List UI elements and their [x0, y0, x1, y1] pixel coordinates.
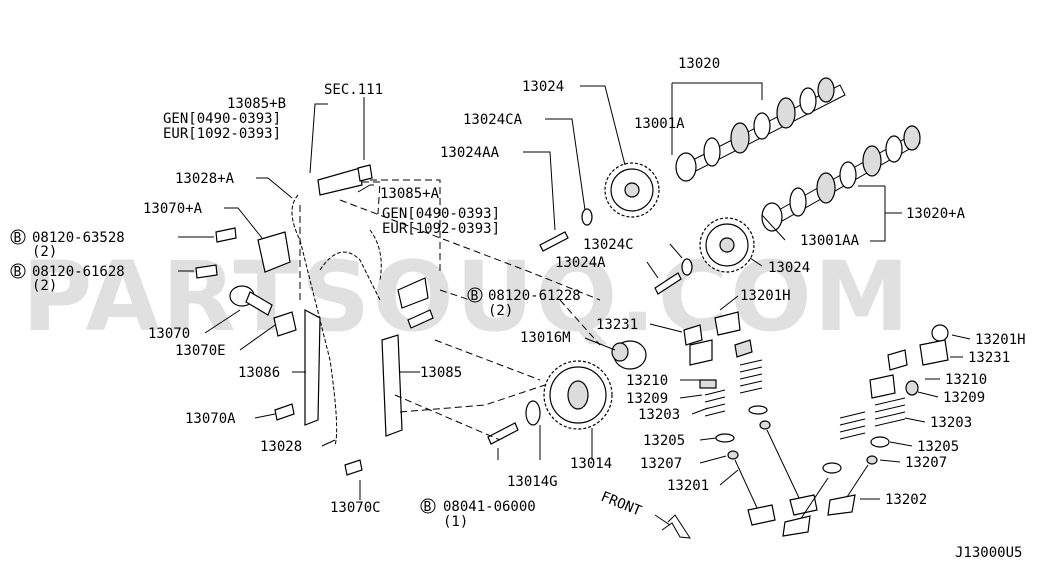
bolt-callout-1: B 08120-63528 (2) — [10, 229, 125, 260]
label-13210-left: 13210 — [626, 373, 668, 389]
watermark: PARTSOUQ.COM — [22, 241, 911, 353]
label-13001A: 13001A — [634, 116, 685, 132]
label-bolt4-qty: (1) — [443, 514, 468, 530]
bolt-callout-2: B 08120-61628 (2) — [10, 263, 125, 294]
camshaft-lower — [761, 125, 921, 232]
label-13016M: 13016M — [520, 330, 571, 346]
label-13020A: 13020+A — [906, 206, 966, 222]
label-13024-right: 13024 — [768, 260, 810, 276]
front-label: FRONT — [599, 489, 645, 520]
bolt-08120-61628 — [195, 264, 218, 279]
label-bolt-08120-61628: 08120-61628 — [32, 264, 125, 280]
label-13209-left: 13209 — [626, 391, 668, 407]
bolt-08041 — [487, 422, 519, 445]
label-13202: 13202 — [885, 492, 927, 508]
bolt-13070A — [274, 403, 295, 421]
timing-chain-13028A — [319, 251, 381, 301]
label-13024C: 13024C — [583, 237, 634, 253]
label-bolt2-qty: (2) — [32, 278, 57, 294]
label-13024AA: 13024AA — [440, 145, 500, 161]
label-13210-right: 13210 — [945, 372, 987, 388]
valve-assembly-right — [782, 324, 949, 537]
label-13203-right: 13203 — [930, 415, 972, 431]
cam-sprocket-upper — [604, 162, 660, 218]
cam-sprocket-lower — [699, 217, 755, 273]
bolt-08120-63528 — [215, 227, 237, 243]
bolt-callout-3: B 08120-61228 (2) — [467, 287, 581, 319]
bolt-13024A — [654, 272, 682, 295]
bolt-marker: B — [14, 231, 22, 246]
label-13085: 13085 — [420, 365, 462, 381]
timing-chain-upper — [369, 229, 382, 281]
bolt-sec111 — [357, 164, 373, 182]
label-bolt-08041-06000: 08041-06000 — [443, 499, 536, 515]
tensioner-13070 — [229, 285, 273, 316]
label-gen-b: GEN[0490-0393] — [382, 206, 500, 222]
washer-13014G — [525, 400, 541, 426]
label-13070: 13070 — [148, 326, 190, 342]
label-13070A: 13070A — [185, 411, 236, 427]
label-sec111: SEC.111 — [324, 82, 383, 98]
front-arrow — [654, 514, 691, 539]
label-13028: 13028 — [260, 439, 302, 455]
label-13205-right: 13205 — [917, 439, 959, 455]
bolt-marker: B — [14, 265, 22, 280]
label-eur-b: EUR[1092-0393] — [382, 221, 500, 237]
label-eur-a: EUR[1092-0393] — [163, 126, 281, 142]
chain-guide-13085 — [381, 334, 403, 437]
label-13020: 13020 — [678, 56, 720, 72]
label-13085A: 13085+A — [380, 186, 440, 202]
bolt-callout-4: B 08041-06000 (1) — [420, 498, 536, 530]
label-13070E: 13070E — [175, 343, 226, 359]
label-13201H-top: 13201H — [740, 288, 791, 304]
label-13001AA: 13001AA — [800, 233, 860, 249]
chain-guide-13085A — [397, 277, 429, 309]
diagram-code: J13000U5 — [955, 545, 1022, 561]
label-13014G: 13014G — [507, 474, 558, 490]
label-bolt-08120-63528: 08120-63528 — [32, 230, 125, 246]
bolt-08120-61228 — [407, 309, 434, 329]
label-gen-a: GEN[0490-0393] — [163, 111, 281, 127]
label-13024-top: 13024 — [522, 79, 564, 95]
label-13207-left: 13207 — [640, 456, 682, 472]
crank-sprocket — [543, 360, 613, 430]
bolt-marker: B — [471, 289, 479, 304]
leader-lines — [178, 82, 971, 500]
washer-13024C — [681, 258, 693, 276]
timing-chain-13028 — [291, 194, 338, 446]
bolt-marker: B — [424, 500, 432, 515]
idler-13016M — [611, 340, 647, 370]
label-13207-right: 13207 — [905, 455, 947, 471]
label-13070C: 13070C — [330, 500, 381, 516]
label-13201H-right: 13201H — [975, 332, 1026, 348]
label-13231-right: 13231 — [968, 350, 1010, 366]
chain-guide-13085B — [317, 167, 363, 196]
camshaft-upper — [675, 77, 846, 182]
label-13231-top: 13231 — [596, 317, 638, 333]
label-bolt1-qty: (2) — [32, 244, 57, 260]
label-bolt3-qty: (2) — [488, 303, 513, 319]
dashed-lines — [299, 179, 601, 441]
label-bolt-08120-61228: 08120-61228 — [488, 288, 581, 304]
label-13086: 13086 — [238, 365, 280, 381]
label-13201: 13201 — [667, 478, 709, 494]
washer-13024CA — [581, 208, 593, 226]
label-13014: 13014 — [570, 456, 612, 472]
label-13024A: 13024A — [555, 255, 606, 271]
chain-guide-13086 — [304, 309, 321, 426]
label-13085B: 13085+B — [227, 96, 286, 112]
tensioner-13070A — [257, 231, 291, 273]
valve-assembly-left — [683, 311, 818, 526]
bolt-13024AA — [539, 231, 569, 252]
label-13203-left: 13203 — [638, 407, 680, 423]
label-13070A-plus: 13070+A — [143, 201, 203, 217]
label-13024CA: 13024CA — [463, 112, 523, 128]
label-13028A: 13028+A — [175, 171, 235, 187]
gasket-13070E — [273, 311, 297, 337]
bolt-13070C — [344, 459, 363, 476]
label-13209-right: 13209 — [943, 390, 985, 406]
label-13205-left: 13205 — [643, 433, 685, 449]
